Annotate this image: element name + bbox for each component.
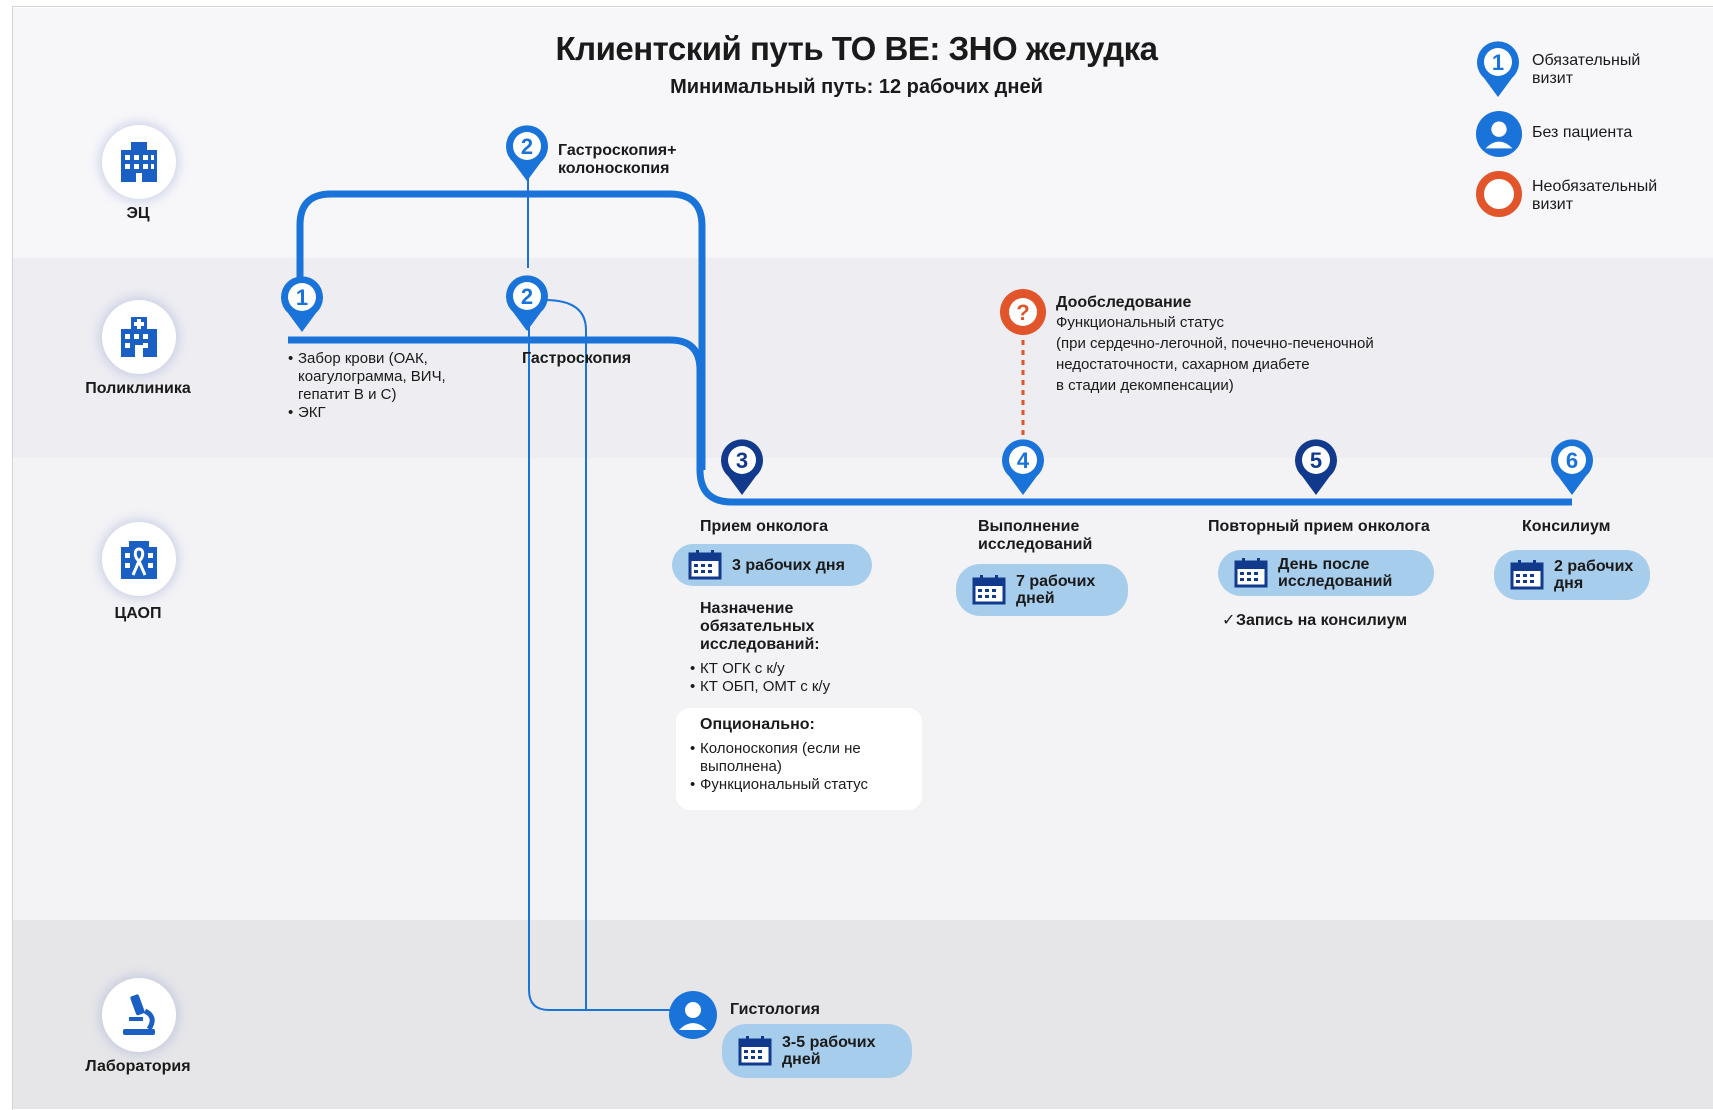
assign-item: КТ ОБП, ОМТ с к/у: [690, 678, 890, 696]
histology-duration: 3-5 рабочих дней: [782, 1034, 876, 1068]
route-endoscopy-arc: [296, 190, 706, 470]
step-2-mid-label: Гастроскопия: [522, 350, 632, 367]
histology-label: Гистология: [730, 1001, 820, 1018]
lane-label-polyclinic: Поликлиника: [85, 380, 191, 397]
step-3-assign-list: КТ ОГК с к/у КТ ОБП, ОМТ с к/у: [690, 660, 890, 696]
histology-no-patient-icon: [669, 991, 717, 1039]
step-4-duration-pill: 7 рабочих дней: [956, 564, 1128, 616]
optional-exam-line: в стадии декомпенсации): [1056, 377, 1234, 394]
lane-band-ec: [13, 8, 1713, 258]
calendar-icon: [972, 575, 1006, 605]
calendar-icon: [1234, 558, 1268, 588]
legend-optional-icon: [1476, 171, 1522, 217]
lane-icon-caop: [102, 522, 176, 596]
optional-exam-line: Функциональный статус: [1056, 314, 1224, 331]
svg-text:1: 1: [296, 285, 308, 310]
marker-optional-exam: ?: [1000, 289, 1046, 335]
route-histology-line-a: [528, 318, 670, 1011]
route-main-line: [288, 336, 1572, 506]
step-1-list: Забор крови (ОАК, коагулограмма, ВИЧ, ге…: [288, 350, 478, 422]
step-3-duration-pill: 3 рабочих дня: [672, 544, 872, 586]
lane-icon-polyclinic: [102, 300, 176, 374]
svg-text:6: 6: [1566, 448, 1578, 473]
lane-label-ec: ЭЦ: [126, 205, 150, 222]
svg-text:3: 3: [736, 448, 748, 473]
step-6-duration-pill: 2 рабочих дня: [1494, 550, 1650, 600]
route-histology-line-b: [544, 299, 587, 1010]
optional-exam-title: Дообследование: [1056, 294, 1192, 311]
step-3-assign-title: Назначение обязательных исследований:: [700, 600, 820, 653]
legend-no-patient-icon: [1475, 110, 1523, 158]
step-5-label: Повторный прием онколога: [1208, 518, 1430, 535]
step-6-label: Консилиум: [1522, 518, 1611, 535]
marker-step-4: 4: [1002, 439, 1044, 495]
step-1-item: Забор крови (ОАК, коагулограмма, ВИЧ, ге…: [288, 350, 478, 404]
marker-step-5: 5: [1295, 439, 1337, 495]
microscope-icon: [123, 994, 155, 1035]
optional-item: Функциональный статус: [690, 776, 920, 794]
calendar-icon: [688, 550, 722, 580]
diagram-frame: [12, 6, 1713, 1110]
marker-step-6: 6: [1551, 439, 1593, 495]
lane-icon-ec: [102, 125, 176, 199]
marker-step-2-mid: 2: [506, 275, 548, 331]
calendar-icon: [738, 1036, 772, 1066]
legend-mandatory-icon: 1: [1477, 41, 1519, 97]
svg-text:?: ?: [1016, 300, 1029, 325]
marker-step-3: 3: [721, 439, 763, 495]
marker-step-1: 1: [281, 276, 323, 332]
oncology-ribbon-icon: [121, 541, 157, 579]
clinic-cross-icon: [121, 317, 157, 357]
legend-mandatory-label: Обязательный визит: [1532, 52, 1641, 87]
lane-label-laboratory: Лаборатория: [85, 1058, 191, 1075]
step-5-duration: День после исследований: [1278, 556, 1393, 590]
step-5-note-list: Запись на консилиум: [1222, 612, 1442, 630]
step-5-duration-pill: День после исследований: [1218, 550, 1434, 596]
histology-duration-pill: 3-5 рабочих дней: [722, 1024, 912, 1078]
step-4-label: Выполнение исследований: [978, 518, 1093, 553]
step-4-duration: 7 рабочих дней: [1016, 573, 1096, 607]
lane-label-caop: ЦАОП: [114, 605, 162, 622]
step-2-top-label: Гастроскопия+ колоноскопия: [558, 142, 677, 177]
optional-item: Колоноскопия (если не выполнена): [690, 740, 920, 776]
lane-icon-laboratory: [102, 978, 176, 1052]
step-3-optional-list: Колоноскопия (если не выполнена) Функцио…: [690, 740, 920, 794]
svg-text:2: 2: [521, 134, 533, 159]
step-3-optional-title: Опционально:: [700, 716, 815, 733]
step-3-label: Прием онколога: [700, 518, 828, 535]
svg-text:4: 4: [1017, 448, 1030, 473]
step-1-item: ЭКГ: [288, 404, 478, 422]
step-5-note: Запись на консилиум: [1222, 612, 1442, 630]
page-subtitle: Минимальный путь: 12 рабочих дней: [670, 76, 1043, 98]
calendar-icon: [1510, 560, 1544, 590]
optional-exam-line: (при сердечно-легочной, почечно-печеночн…: [1056, 335, 1374, 352]
svg-text:2: 2: [521, 284, 533, 309]
step-3-duration: 3 рабочих дня: [732, 556, 845, 574]
optional-exam-line: недостаточности, сахарном диабете: [1056, 356, 1310, 373]
hospital-building-icon: [121, 142, 157, 182]
svg-text:1: 1: [1492, 50, 1504, 75]
assign-item: КТ ОГК с к/у: [690, 660, 890, 678]
legend-optional-label: Необязательный визит: [1532, 178, 1658, 213]
marker-step-2-top: 2: [506, 125, 548, 181]
svg-text:5: 5: [1310, 448, 1322, 473]
legend-no-patient-label: Без пациента: [1532, 124, 1633, 141]
page-title: Клиентский путь ТО ВЕ: ЗНО желудка: [555, 30, 1158, 67]
step-6-duration: 2 рабочих дня: [1554, 558, 1634, 592]
